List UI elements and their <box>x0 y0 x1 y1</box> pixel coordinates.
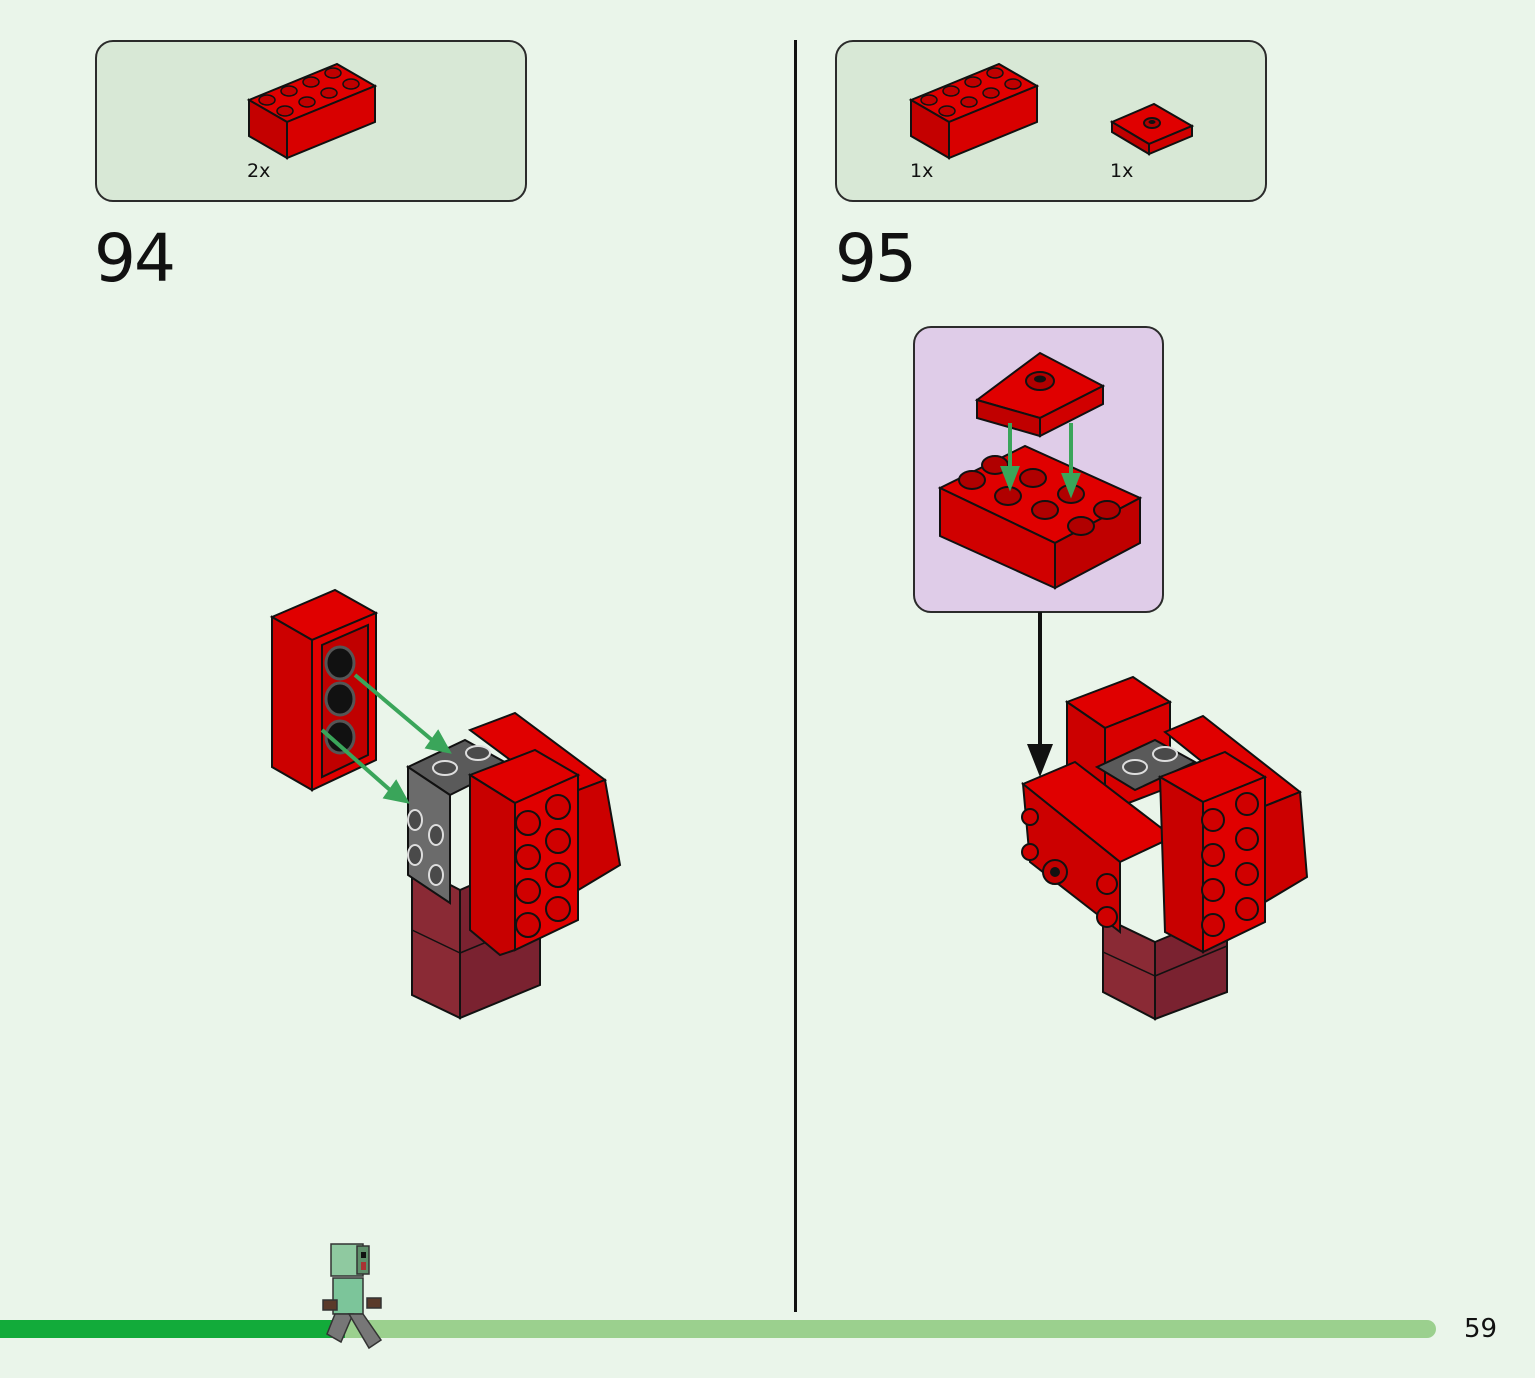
red-plate-2x2-jumper-icon <box>1109 102 1195 156</box>
step-number: 94 <box>94 220 176 297</box>
zombie-character-icon <box>322 1243 383 1350</box>
page-divider <box>794 40 797 1312</box>
parts-list-step-94: 2x <box>95 40 527 202</box>
step-number: 95 <box>835 220 917 297</box>
step-94-assembly-illustration <box>269 588 622 1020</box>
progress-fill <box>0 1320 345 1338</box>
part-quantity: 2x <box>247 160 271 182</box>
parts-list-step-95: 1x 1x <box>835 40 1267 202</box>
red-brick-2x4-icon <box>246 62 378 160</box>
red-brick-2x4-icon <box>908 62 1040 160</box>
step-95-assembly-illustration <box>1021 612 1309 1021</box>
sub-assembly-callout <box>913 326 1164 613</box>
page-number: 59 <box>1464 1314 1498 1344</box>
plate-on-brick-illustration <box>937 351 1143 590</box>
part-quantity: 1x <box>910 160 934 182</box>
part-quantity: 1x <box>1110 160 1134 182</box>
